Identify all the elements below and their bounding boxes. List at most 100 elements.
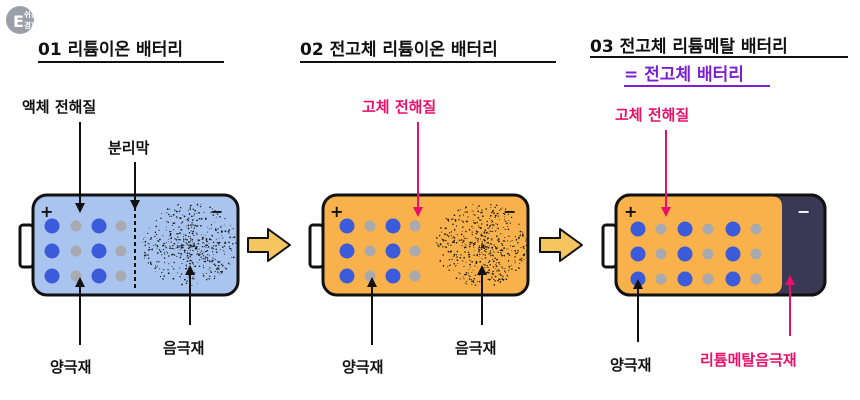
anode-speck bbox=[472, 204, 474, 205]
anode-speck bbox=[188, 217, 190, 219]
anode-speck bbox=[178, 210, 181, 212]
anode-speck bbox=[490, 207, 492, 208]
anode-speck bbox=[179, 267, 181, 269]
anode-speck bbox=[209, 275, 211, 278]
anode-speck bbox=[465, 244, 467, 246]
anode-speck bbox=[149, 238, 152, 240]
anode-speck bbox=[205, 250, 207, 253]
anode-speck bbox=[456, 234, 458, 236]
anode-speck bbox=[177, 272, 178, 274]
anode-speck bbox=[144, 236, 146, 238]
lithium-ion bbox=[339, 218, 355, 234]
anode-speck bbox=[478, 274, 481, 276]
anode-speck bbox=[503, 240, 505, 241]
anode-speck bbox=[222, 249, 224, 251]
anode-speck bbox=[189, 262, 191, 265]
anode-speck bbox=[491, 239, 493, 241]
label-anode-2: 음극재 bbox=[455, 339, 496, 357]
anode-speck bbox=[235, 242, 237, 244]
anode-speck bbox=[175, 216, 178, 218]
anode-speck bbox=[495, 268, 497, 270]
anode-speck bbox=[158, 249, 161, 251]
anode-speck bbox=[171, 253, 173, 256]
anode-speck bbox=[232, 256, 235, 259]
anode-speck bbox=[465, 220, 468, 223]
electrolyte-particle bbox=[702, 273, 714, 285]
anode-speck bbox=[486, 265, 488, 267]
anode-speck bbox=[204, 234, 206, 236]
anode-speck bbox=[481, 223, 483, 225]
anode-speck bbox=[163, 242, 165, 245]
anode-speck bbox=[500, 274, 502, 277]
anode-speck bbox=[183, 237, 185, 239]
anode-speck bbox=[504, 268, 506, 270]
battery3-outline bbox=[614, 193, 827, 297]
anode-speck bbox=[468, 278, 471, 280]
anode-speck bbox=[224, 241, 227, 243]
battery-solid-li-metal: + − bbox=[601, 193, 827, 297]
anode-speck bbox=[195, 247, 198, 250]
anode-speck bbox=[495, 204, 498, 206]
anode-speck bbox=[498, 218, 500, 220]
label-cathode-3: 양극재 bbox=[610, 356, 651, 374]
anode-speck bbox=[462, 276, 464, 278]
anode-speck bbox=[475, 232, 478, 235]
anode-speck bbox=[485, 248, 488, 250]
anode-speck bbox=[449, 264, 451, 267]
anode-speck bbox=[445, 239, 447, 242]
battery2-body bbox=[321, 193, 530, 297]
anode-speck bbox=[210, 211, 212, 213]
anode-speck bbox=[161, 254, 163, 256]
anode-speck bbox=[185, 267, 188, 270]
anode-speck bbox=[476, 254, 478, 256]
anode-speck bbox=[441, 237, 442, 239]
anode-speck bbox=[181, 221, 184, 223]
anode-speck bbox=[497, 268, 499, 270]
lithium-ion bbox=[630, 246, 646, 262]
anode-speck bbox=[503, 247, 505, 249]
anode-speck bbox=[518, 236, 520, 239]
anode-speck bbox=[217, 264, 220, 267]
anode-speck bbox=[201, 238, 204, 240]
anode-speck bbox=[493, 252, 495, 253]
lithium-ion bbox=[385, 243, 401, 259]
anode-speck bbox=[488, 245, 490, 247]
anode-speck bbox=[189, 207, 191, 209]
anode-speck bbox=[185, 282, 188, 285]
anode-speck bbox=[477, 267, 478, 269]
anode-speck bbox=[142, 238, 144, 240]
anode-speck bbox=[194, 210, 196, 212]
anode-speck bbox=[472, 227, 474, 229]
anode-speck bbox=[519, 258, 521, 261]
electrolyte-particle bbox=[115, 220, 127, 232]
anode-speck bbox=[166, 252, 169, 254]
anode-speck bbox=[499, 281, 502, 283]
battery2-anode-texture bbox=[435, 204, 528, 286]
anode-speck bbox=[179, 217, 181, 219]
anode-speck bbox=[497, 238, 500, 240]
anode-speck bbox=[510, 216, 513, 218]
anode-speck bbox=[497, 215, 500, 217]
anode-speck bbox=[186, 218, 189, 221]
anode-speck bbox=[178, 226, 180, 228]
anode-speck bbox=[504, 216, 505, 218]
anode-speck bbox=[522, 245, 525, 248]
anode-speck bbox=[202, 264, 205, 266]
anode-speck bbox=[190, 230, 192, 232]
anode-speck bbox=[212, 257, 214, 259]
anode-speck bbox=[489, 250, 492, 252]
electrolyte-particle bbox=[702, 223, 714, 235]
anode-speck bbox=[462, 241, 464, 244]
anode-speck bbox=[148, 246, 150, 249]
anode-speck bbox=[478, 253, 481, 256]
anode-speck bbox=[222, 237, 224, 239]
anode-speck bbox=[480, 246, 482, 248]
anode-speck bbox=[474, 265, 476, 267]
anode-speck bbox=[477, 281, 479, 283]
anode-speck bbox=[498, 278, 500, 281]
anode-speck bbox=[488, 237, 490, 239]
anode-speck bbox=[198, 211, 200, 214]
anode-speck bbox=[457, 263, 459, 265]
anode-speck bbox=[211, 246, 213, 248]
anode-speck bbox=[156, 247, 158, 249]
